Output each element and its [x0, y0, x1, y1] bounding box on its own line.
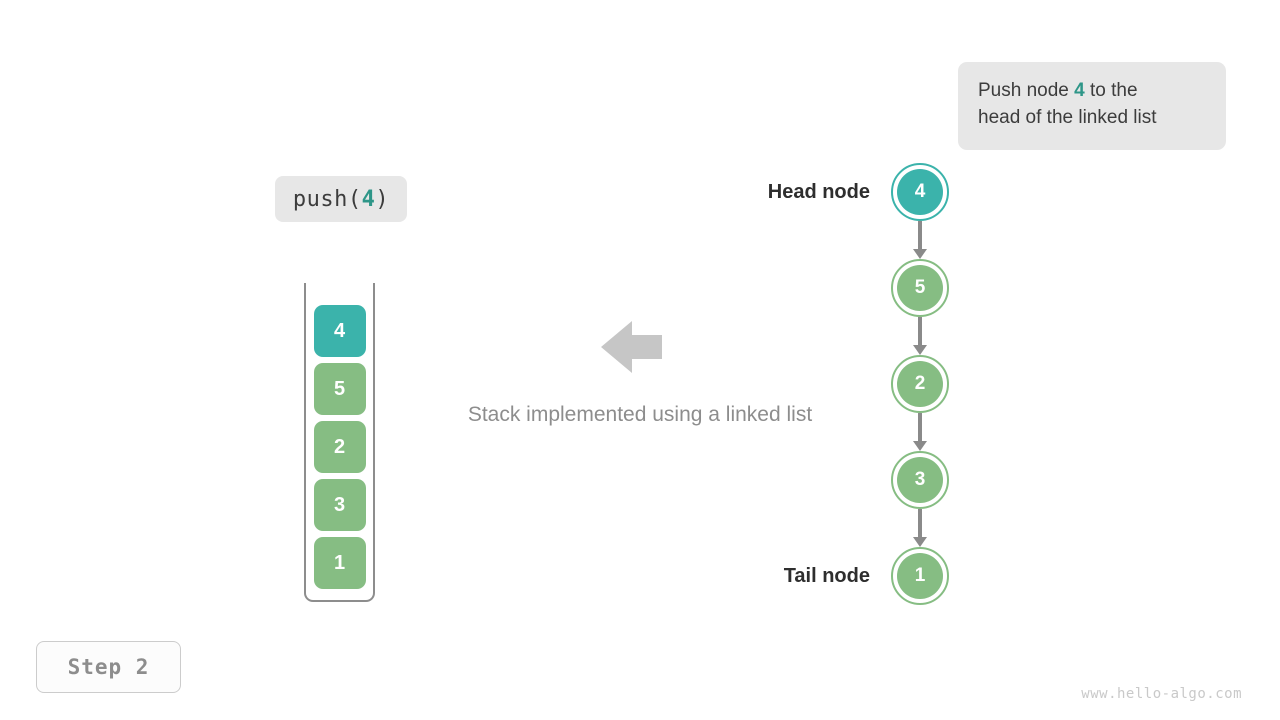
callout-value: 4	[1074, 80, 1085, 101]
stack-cell: 3	[313, 479, 366, 531]
arrow-left-icon	[601, 321, 662, 373]
operation-open-paren: (	[347, 186, 362, 212]
callout-text-line2: head of the linked list	[978, 106, 1157, 128]
stack-cell: 1	[313, 537, 366, 589]
node-connector-arrow-icon	[911, 509, 929, 547]
stack-cell-value: 5	[333, 377, 346, 400]
linked-list-node: 4	[891, 163, 949, 221]
tail-node-label: Tail node	[783, 565, 870, 587]
connector-shaft	[918, 221, 922, 250]
stack-caption: Stack implemented using a linked list	[467, 403, 813, 426]
connector-shaft	[918, 413, 922, 442]
operation-name: push	[292, 186, 348, 212]
linked-list-node: 3	[891, 451, 949, 509]
linked-list-node-value: 4	[897, 169, 943, 215]
linked-list-node-value: 2	[897, 361, 943, 407]
stack-cell-value: 3	[333, 493, 346, 516]
node-connector-arrow-icon	[911, 413, 929, 451]
stack-cell-value: 2	[333, 435, 346, 458]
node-connector-arrow-icon	[911, 317, 929, 355]
callout-text-prefix: Push node	[978, 80, 1075, 101]
connector-arrowhead	[913, 249, 927, 259]
operation-close-paren: )	[375, 186, 390, 212]
connector-shaft	[918, 317, 922, 346]
linked-list-node-value: 1	[897, 553, 943, 599]
stack-cell-value: 1	[333, 551, 346, 574]
stack-cell: 5	[313, 363, 366, 415]
stack-cell: 2	[313, 421, 366, 473]
node-connector-arrow-icon	[911, 221, 929, 259]
connector-arrowhead	[913, 441, 927, 451]
linked-list-node: 2	[891, 355, 949, 413]
operation-label: push(4)	[275, 176, 407, 222]
stack-container: 4 5 2 3 1	[304, 283, 375, 602]
linked-list-node: 1	[891, 547, 949, 605]
watermark: www.hello-algo.com	[1081, 686, 1242, 702]
connector-arrowhead	[913, 345, 927, 355]
step-badge: Step 2	[36, 641, 181, 693]
stack-cell: 4	[313, 305, 366, 357]
linked-list-node: 5	[891, 259, 949, 317]
stack-cell-list: 4 5 2 3 1	[304, 283, 375, 602]
callout-box: Push node 4 to the head of the linked li…	[958, 62, 1226, 150]
head-node-label: Head node	[767, 181, 870, 203]
connector-shaft	[918, 509, 922, 538]
linked-list-node-value: 5	[897, 265, 943, 311]
callout-text-suffix: to the	[1084, 80, 1138, 101]
linked-list-node-value: 3	[897, 457, 943, 503]
operation-value: 4	[361, 186, 376, 212]
stack-cell-value: 4	[333, 319, 346, 342]
connector-arrowhead	[913, 537, 927, 547]
